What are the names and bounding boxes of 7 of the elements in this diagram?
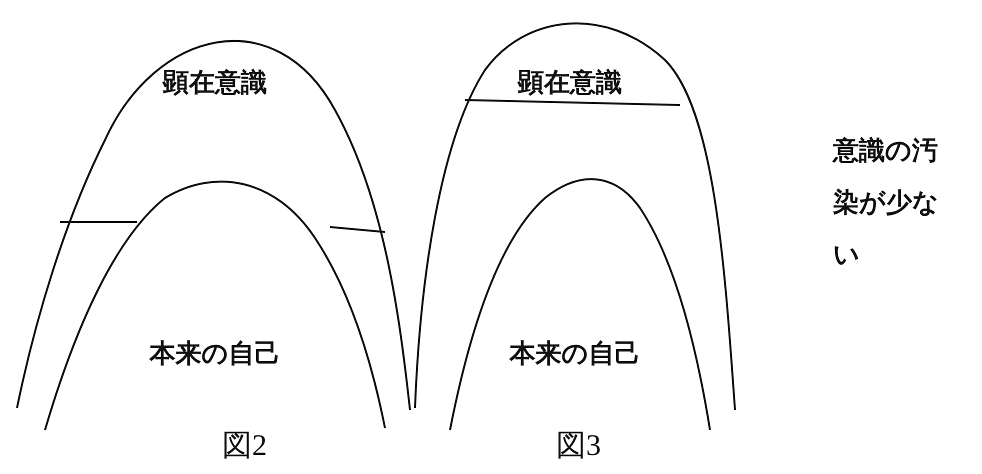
note-text: 意識の汚染が少ない bbox=[833, 135, 940, 272]
region-label: 顕在意識 bbox=[163, 67, 267, 100]
region-label: 本来の自己 bbox=[510, 338, 640, 371]
region-label: 本来の自己 bbox=[150, 338, 280, 371]
region-label: 顕在意識 bbox=[518, 67, 622, 100]
figure-caption: 図2 bbox=[222, 428, 267, 464]
figure-caption: 図3 bbox=[556, 428, 601, 464]
